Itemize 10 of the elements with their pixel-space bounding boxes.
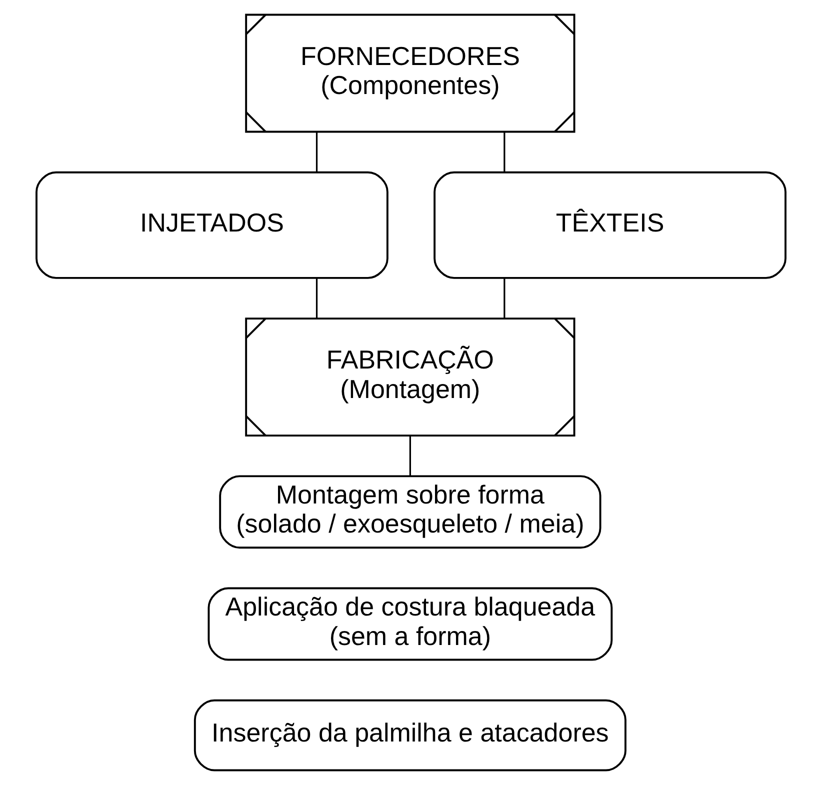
node-box: Aplicação de costura blaqueada (sem a forma) bbox=[207, 587, 612, 661]
node-box: Inserção da palmilha e atacadores bbox=[193, 699, 626, 772]
connector bbox=[315, 132, 318, 172]
connector bbox=[503, 132, 505, 172]
connector bbox=[408, 436, 410, 476]
node-box: Montagem sobre forma (solado / exoesqueleto / meia) bbox=[218, 475, 601, 549]
node-box: INJETADOS bbox=[35, 171, 388, 279]
connector bbox=[315, 278, 318, 319]
connector bbox=[503, 278, 505, 319]
node-box: TÊXTEIS bbox=[433, 171, 786, 279]
